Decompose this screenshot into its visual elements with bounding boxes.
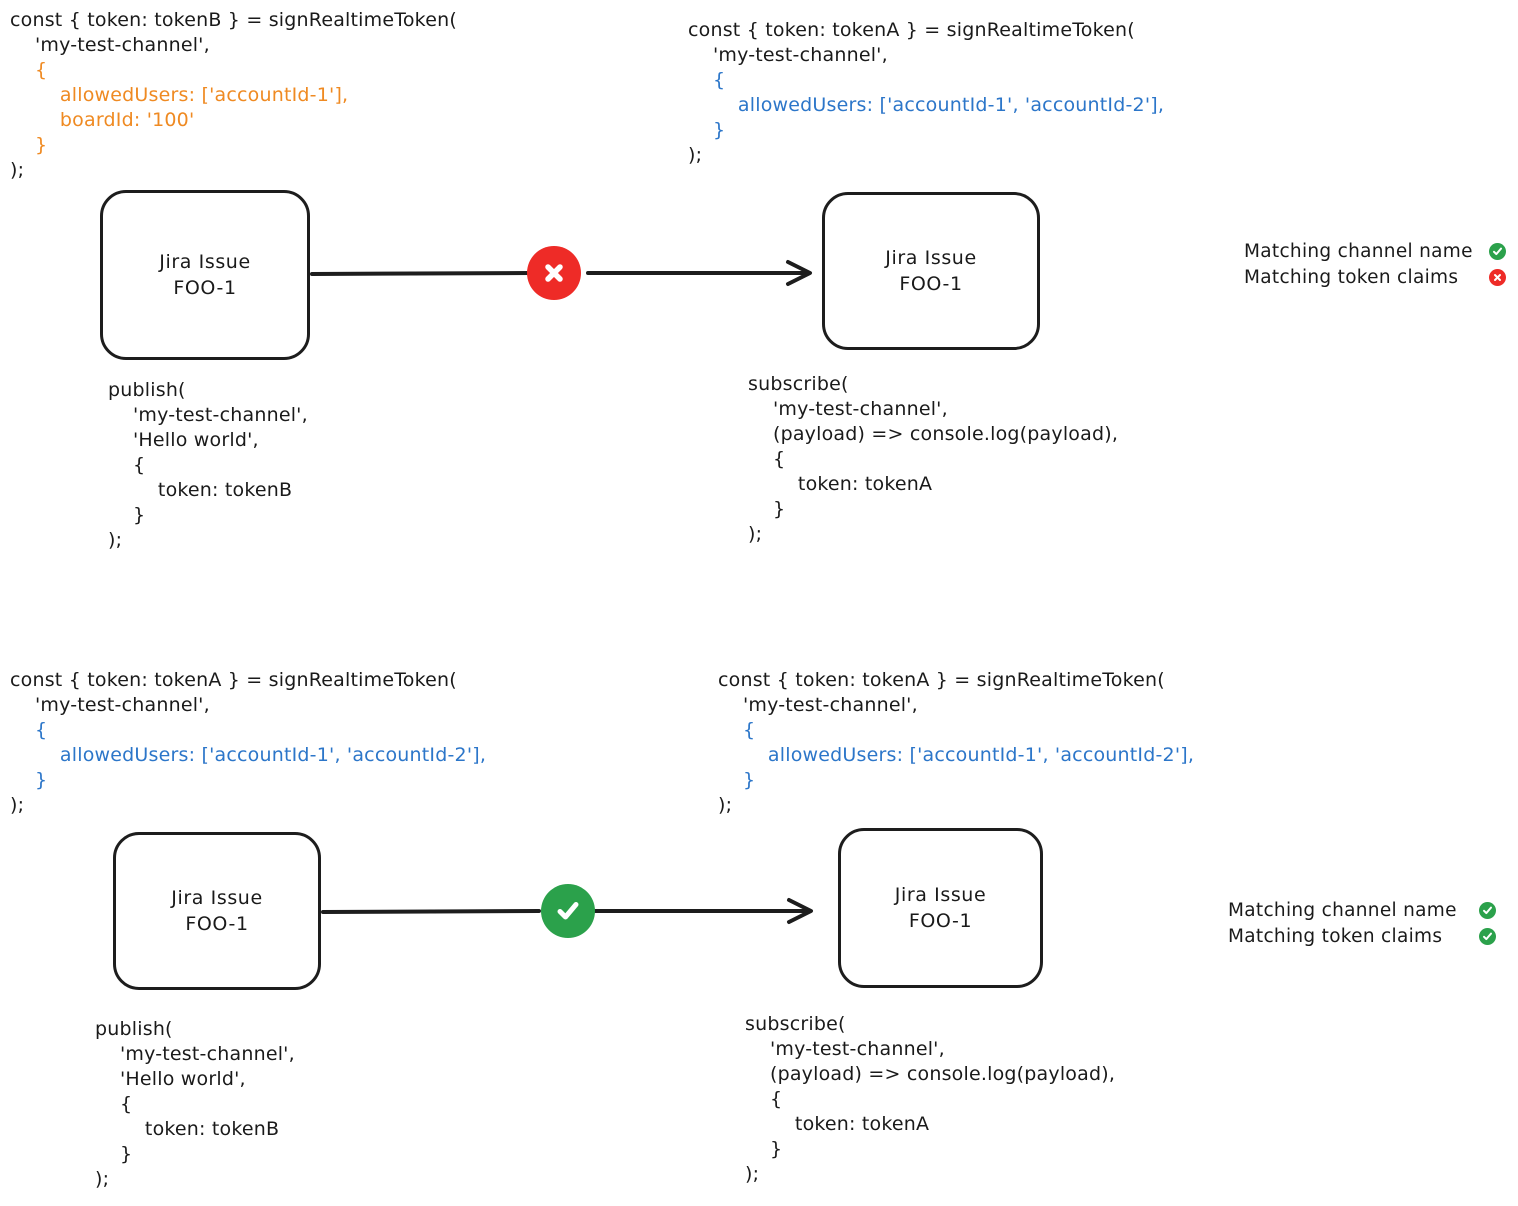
code-line: allowedUsers: ['accountId-1'], [10,84,349,106]
legend-bottom: Matching channel name Matching token cla… [1228,897,1496,949]
code-line: { [718,719,756,741]
jira-issue-box-bottom-left[interactable]: Jira Issue FOO-1 [113,832,321,990]
legend-row: Matching channel name [1228,897,1496,923]
code-line: } [108,504,146,526]
jira-issue-title: Jira Issue [171,887,263,909]
jira-issue-key: FOO-1 [173,277,237,299]
code-line: (payload) => console.log(payload), [745,1063,1116,1085]
code-line: } [745,1138,783,1160]
jira-issue-key: FOO-1 [908,910,973,932]
code-line: { [95,1093,133,1115]
code-block-subscribe-top-right: subscribe( 'my-test-channel', (payload) … [748,372,1118,547]
code-line: 'my-test-channel', [95,1043,295,1065]
code-block-token-bottom-left: const { token: tokenA } = signRealtimeTo… [10,668,486,818]
code-line: subscribe( [745,1013,846,1035]
code-line: token: tokenB [108,479,293,501]
code-line: ); [718,794,733,816]
flow-arrow-top [310,260,812,286]
code-line: { [10,719,48,741]
jira-issue-box-bottom-right[interactable]: Jira Issue FOO-1 [838,828,1043,988]
code-line: boardId: '100' [10,109,195,131]
code-line: const { token: tokenA } = signRealtimeTo… [688,19,1135,41]
code-line: token: tokenB [95,1118,280,1140]
code-block-publish-bottom-left: publish( 'my-test-channel', 'Hello world… [95,1017,295,1192]
code-line: const { token: tokenB } = signRealtimeTo… [10,9,457,31]
code-line: subscribe( [748,373,849,395]
code-line: { [108,454,146,476]
jira-issue-box-top-left[interactable]: Jira Issue FOO-1 [100,190,310,360]
cross-circle-icon [1489,268,1506,286]
code-block-publish-top-left: publish( 'my-test-channel', 'Hello world… [108,378,308,553]
jira-issue-title: Jira Issue [885,247,977,269]
code-line: allowedUsers: ['accountId-1', 'accountId… [10,744,487,766]
code-line: ); [688,144,703,166]
legend-label: Matching token claims [1228,925,1443,947]
code-line: 'my-test-channel', [718,694,918,716]
code-line: { [10,59,48,81]
legend-top: Matching channel name Matching token cla… [1244,238,1506,290]
code-block-subscribe-bottom-right: subscribe( 'my-test-channel', (payload) … [745,1012,1115,1187]
cross-circle-icon [545,264,563,282]
code-line: token: tokenA [745,1113,930,1135]
code-line: } [688,119,726,141]
code-line: } [10,134,48,156]
code-block-token-bottom-right: const { token: tokenA } = signRealtimeTo… [718,668,1194,818]
code-line: 'my-test-channel', [108,404,308,426]
code-line: token: tokenA [748,473,933,495]
code-line: 'my-test-channel', [10,694,210,716]
code-line: 'my-test-channel', [10,34,210,56]
code-line: allowedUsers: ['accountId-1', 'accountId… [688,94,1165,116]
flow-arrow-bottom [321,898,813,924]
code-line: 'my-test-channel', [745,1038,945,1060]
jira-issue-key: FOO-1 [185,913,249,935]
jira-issue-title: Jira Issue [894,884,987,906]
code-line: ); [108,529,123,551]
legend-label: Matching channel name [1244,240,1473,262]
code-line: publish( [108,379,186,401]
code-line: 'Hello world', [108,429,259,451]
legend-row: Matching channel name [1244,238,1506,264]
arrow-status-badge-bottom[interactable] [541,884,595,938]
code-line: 'my-test-channel', [748,398,948,420]
code-line: const { token: tokenA } = signRealtimeTo… [10,669,457,691]
code-line: publish( [95,1018,173,1040]
code-line: ); [10,159,25,181]
code-line: } [10,769,48,791]
legend-row: Matching token claims [1244,264,1506,290]
jira-issue-title: Jira Issue [159,251,251,273]
code-line: 'my-test-channel', [688,44,888,66]
code-line: const { token: tokenA } = signRealtimeTo… [718,669,1165,691]
legend-label: Matching channel name [1228,899,1457,921]
check-circle-icon [1479,901,1496,919]
jira-issue-key: FOO-1 [899,273,963,295]
code-line: ); [748,523,763,545]
jira-issue-box-top-right[interactable]: Jira Issue FOO-1 [822,192,1040,350]
code-line: allowedUsers: ['accountId-1', 'accountId… [718,744,1195,766]
legend-label: Matching token claims [1244,266,1459,288]
code-line: ); [745,1163,760,1185]
code-line: { [748,448,786,470]
code-line: } [748,498,786,520]
code-block-token-top-right: const { token: tokenA } = signRealtimeTo… [688,18,1164,168]
code-line: ); [10,794,25,816]
check-circle-icon [1489,242,1506,260]
code-line: } [718,769,756,791]
legend-row: Matching token claims [1228,923,1496,949]
check-circle-icon [1479,927,1496,945]
code-line: ); [95,1168,110,1190]
code-line: (payload) => console.log(payload), [748,423,1119,445]
code-line: { [745,1088,783,1110]
code-line: { [688,69,726,91]
code-line: 'Hello world', [95,1068,246,1090]
arrow-status-badge-top[interactable] [527,246,581,300]
code-block-token-top-left: const { token: tokenB } = signRealtimeTo… [10,8,457,183]
code-line: } [95,1143,133,1165]
check-circle-icon [557,902,579,920]
